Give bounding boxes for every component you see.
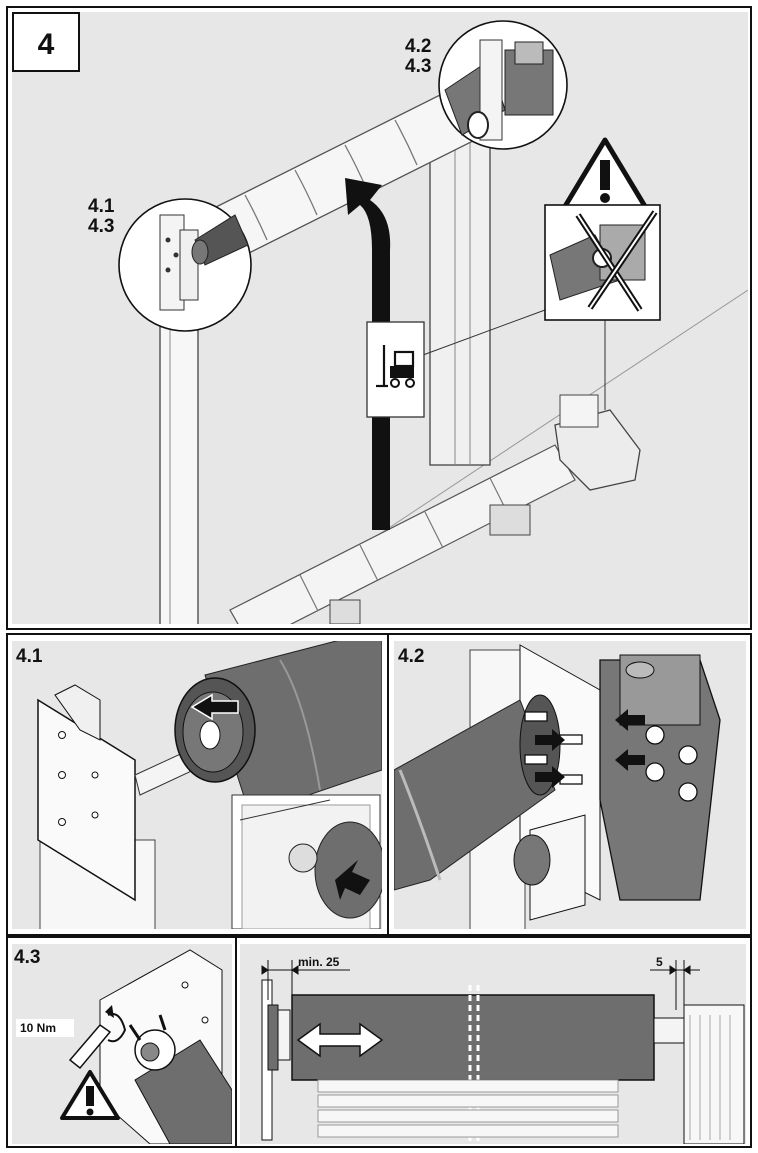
- prohibited-lift-detail: [544, 204, 661, 321]
- roller-end: [174, 641, 382, 816]
- panel-label-4-3: 4.3: [14, 947, 40, 968]
- callout-label-4-3-left: 4.3: [88, 216, 114, 237]
- panel-4-2: 4.2: [387, 633, 752, 936]
- step-number-box: [12, 12, 80, 72]
- inset-detail-4-1: [231, 794, 382, 929]
- prohibition-cross-icon: [575, 210, 658, 312]
- callout-label-4-2: 4.2: [405, 36, 431, 57]
- lift-arrow-icon: [345, 178, 391, 530]
- callout-circle-left: [118, 198, 252, 332]
- direction-arrow-icon: [190, 693, 239, 721]
- screws-and-arrows: [524, 709, 698, 802]
- double-arrow-icon: [296, 1022, 384, 1058]
- dimension-label-min-25: min. 25: [298, 955, 340, 969]
- right-guide-rail: [429, 134, 491, 466]
- dimension-label-5: 5: [656, 955, 663, 969]
- panel-label-4-2: 4.2: [398, 646, 424, 667]
- dimension-gap-5: [650, 960, 700, 1010]
- motor-on-floor: [554, 394, 641, 491]
- panel-4-3: 4.3 10 Nm: [6, 936, 752, 1148]
- torque-label: 10 Nm: [20, 1021, 56, 1035]
- warning-triangle-small-icon: [60, 1070, 120, 1120]
- forklift-icon: [376, 345, 415, 388]
- callout-circle-right: [438, 20, 568, 150]
- main-panel: 4 4.1 4.3 4.2 4.3: [6, 6, 752, 630]
- bracket-plate: [37, 684, 136, 902]
- forklift-sign: [366, 309, 546, 418]
- wrench-icon: [68, 1005, 127, 1070]
- callout-label-4-3-right: 4.3: [405, 56, 431, 77]
- callout-label-4-1: 4.1: [88, 196, 115, 217]
- panel-label-4-1: 4.1: [16, 646, 43, 667]
- dimension-min-25: [261, 960, 350, 1000]
- roller-on-floor: [229, 444, 576, 624]
- step-number: 4: [38, 28, 55, 61]
- panel-4-1: 4.1: [6, 633, 389, 936]
